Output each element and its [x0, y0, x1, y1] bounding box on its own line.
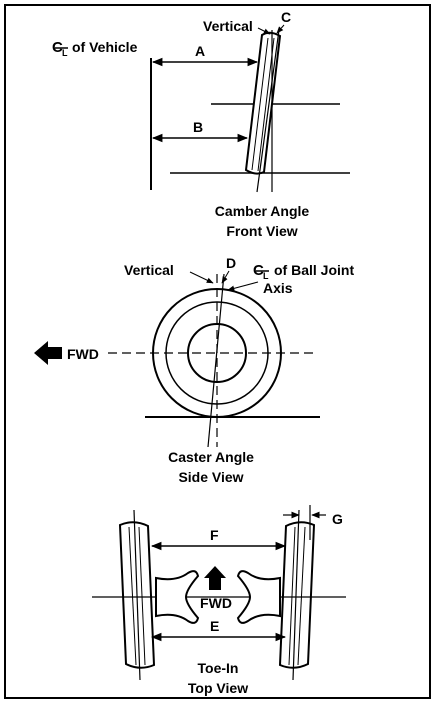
toe-caption-line2: Top View: [188, 680, 248, 696]
dimension-e-label: E: [210, 618, 219, 634]
caster-caption-line1: Caster Angle: [168, 449, 254, 465]
ball-joint-axis-label-line2: Axis: [263, 280, 293, 296]
fwd-up-arrow-icon: [204, 566, 226, 590]
figure-frame: [4, 4, 431, 699]
caster-caption-line2: Side View: [178, 469, 243, 485]
toe-caption-line1: Toe-In: [198, 660, 239, 676]
toe-in-top-view: FWD F E G Toe-In Top View: [92, 505, 346, 696]
svg-text:L: L: [62, 48, 68, 58]
camber-tire: [244, 31, 282, 175]
svg-text:L: L: [263, 271, 269, 281]
ball-joint-axis: [207, 273, 225, 448]
fwd-arrow-icon: [34, 341, 62, 365]
caster-side-view: FWD Vertical D C L of Ball Joint Axis Ca…: [34, 255, 354, 485]
camber-front-view: C L of Vehicle A B Vertical C Camber Ang…: [52, 9, 350, 239]
camber-caption-line1: Camber Angle: [215, 203, 310, 219]
camber-caption-line2: Front View: [226, 223, 297, 239]
caster-angle-d-label: D: [226, 255, 236, 271]
caster-vertical-label: Vertical: [124, 262, 174, 278]
dimension-a-label: A: [195, 43, 205, 59]
centerline-symbol-icon: C L: [253, 262, 269, 281]
right-tire: [278, 521, 316, 669]
right-knuckle: [236, 570, 281, 624]
toe-fwd-label: FWD: [200, 595, 232, 611]
dimension-b-label: B: [193, 119, 203, 135]
camber-angle-c-label: C: [281, 9, 291, 25]
dimension-f-label: F: [210, 527, 219, 543]
ball-joint-axis-label-line1: of Ball Joint: [274, 262, 354, 278]
centerline-symbol-icon: C L: [52, 39, 68, 58]
vehicle-centerline-label: of Vehicle: [72, 39, 138, 55]
left-knuckle: [155, 570, 200, 624]
toe-angle-g-label: G: [332, 511, 343, 527]
camber-vertical-label: Vertical: [203, 18, 253, 34]
caster-fwd-label: FWD: [67, 346, 99, 362]
